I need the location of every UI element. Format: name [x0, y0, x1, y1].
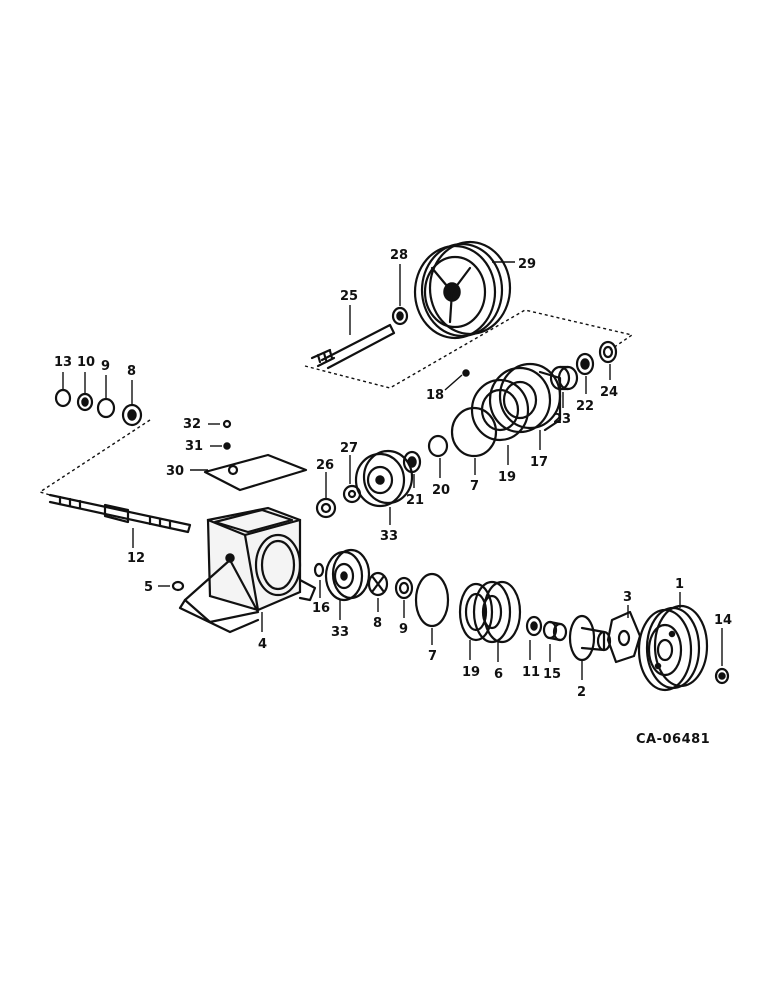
spacer-9-upper — [96, 397, 116, 419]
plug-31 — [223, 442, 231, 450]
callout-3: 3 — [623, 590, 632, 605]
callout-9-lower: 9 — [399, 622, 408, 637]
callout-17: 17 — [530, 455, 548, 470]
callout-7-lower: 7 — [428, 649, 437, 664]
gear-27 — [342, 484, 362, 504]
callout-16: 16 — [312, 601, 330, 616]
upper-v-belt-pulley — [413, 240, 512, 340]
shaft-12 — [48, 493, 192, 534]
lower-v-belt-pulley-1 — [637, 604, 709, 692]
snap-ring-16 — [313, 562, 325, 578]
o-ring-7-lower — [414, 572, 450, 628]
bevel-gear-33-upper — [354, 449, 414, 508]
callout-13: 13 — [54, 355, 72, 370]
callout-12: 12 — [127, 551, 145, 566]
washer-32 — [222, 419, 232, 429]
callout-6: 6 — [494, 667, 503, 682]
seal-10 — [76, 392, 94, 412]
figure-code: CA-06481 — [636, 732, 710, 747]
nut-26 — [315, 497, 337, 519]
callout-19-lower: 19 — [462, 665, 480, 680]
cover-plate-30 — [203, 453, 308, 492]
callout-20: 20 — [432, 483, 450, 498]
bearing-housing-17 — [488, 362, 562, 434]
callout-31: 31 — [185, 439, 203, 454]
bearing-cage-6 — [472, 580, 522, 644]
bearing-22 — [575, 352, 595, 376]
shaft-25 — [310, 323, 396, 370]
o-ring-7-upper — [450, 406, 498, 458]
callout-28: 28 — [390, 248, 408, 263]
callout-7-upper: 7 — [470, 479, 479, 494]
bevel-gear-33-lower — [324, 548, 371, 602]
callout-8-lower: 8 — [373, 616, 382, 631]
callout-10: 10 — [77, 355, 95, 370]
callout-8-upper: 8 — [127, 364, 136, 379]
alignment-line-upper — [304, 309, 634, 389]
callout-30: 30 — [166, 464, 184, 479]
bearing-8-lower — [367, 571, 389, 597]
bearing-8-upper — [121, 403, 143, 427]
seal-24 — [598, 340, 618, 364]
callout-24: 24 — [600, 385, 618, 400]
bearing-11 — [525, 615, 543, 637]
spacer-20 — [427, 434, 449, 458]
screw-18 — [462, 369, 470, 377]
callout-29: 29 — [518, 257, 536, 272]
callout-labels: 29 28 25 13 10 9 8 18 23 22 24 32 31 30 … — [54, 248, 732, 700]
callout-1: 1 — [675, 577, 684, 592]
callout-11: 11 — [522, 665, 540, 680]
pin-5 — [171, 580, 185, 592]
spacer-9-lower — [394, 576, 414, 600]
callout-22: 22 — [576, 399, 594, 414]
callout-9-upper: 9 — [101, 359, 110, 374]
alignment-line-left — [38, 419, 151, 496]
callout-19-upper: 19 — [498, 470, 516, 485]
callout-18: 18 — [426, 388, 444, 403]
spacer-23 — [549, 365, 579, 391]
callout-26: 26 — [316, 458, 334, 473]
nut-14 — [714, 667, 730, 685]
hub-2 — [568, 614, 612, 662]
callout-33-lower: 33 — [331, 625, 349, 640]
callout-32: 32 — [183, 417, 201, 432]
callout-33-upper: 33 — [380, 529, 398, 544]
gasket-19-lower — [458, 582, 494, 642]
callout-2: 2 — [577, 685, 586, 700]
callout-4: 4 — [258, 637, 267, 652]
bearing-28 — [391, 306, 409, 326]
callout-21: 21 — [406, 493, 424, 508]
bushing-15 — [542, 620, 568, 642]
plate-3 — [606, 610, 642, 664]
callout-15: 15 — [543, 667, 561, 682]
gearbox-housing-4 — [178, 506, 317, 634]
callout-25: 25 — [340, 289, 358, 304]
callout-14: 14 — [714, 613, 732, 628]
cap-13 — [54, 388, 72, 408]
callout-5: 5 — [144, 580, 153, 595]
callout-23: 23 — [553, 412, 571, 427]
callout-27: 27 — [340, 441, 358, 456]
